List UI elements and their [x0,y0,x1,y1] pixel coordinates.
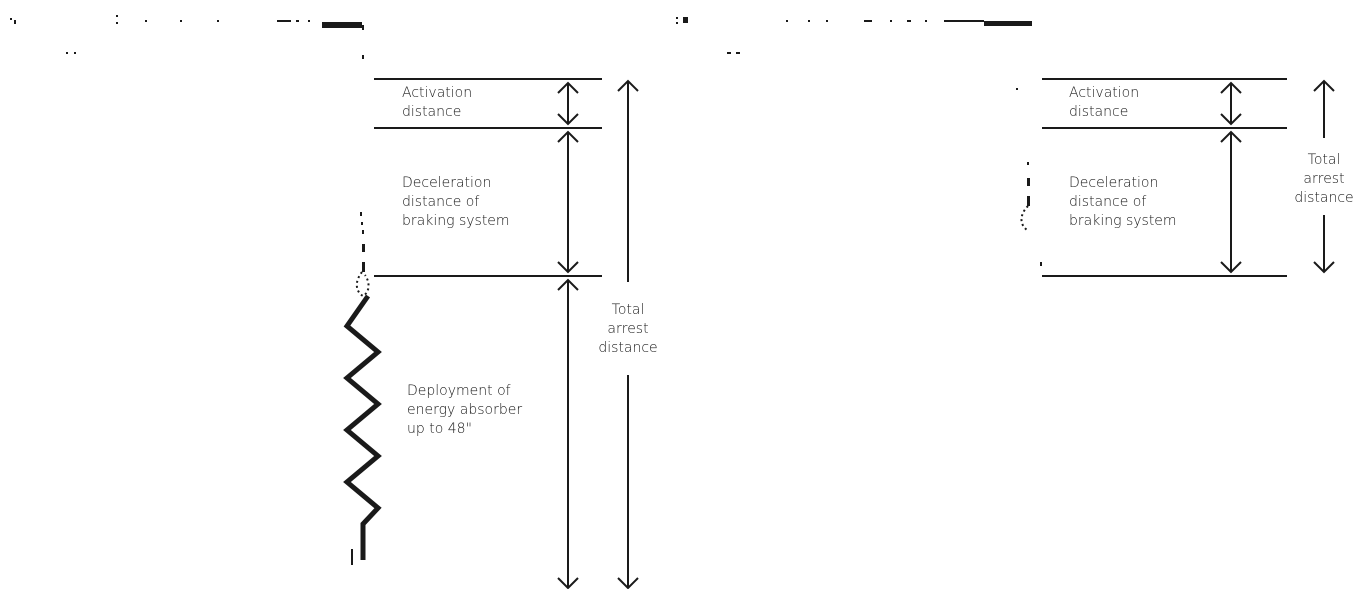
left-deceleration-arrow [557,130,579,274]
left-absorber-label: Deployment of energy absorber up to 48" [407,383,523,437]
right-anchor-line [676,17,1032,54]
right-activation-arrow [1220,81,1242,126]
left-activation-label: Activation distance [402,85,473,120]
right-activation-label: Activation distance [1069,85,1140,120]
energy-absorber-spring [343,294,382,532]
left-anchor-line [10,15,364,59]
left-total-arrow [617,79,639,590]
left-deceleration-label: Deceleration distance of braking system [402,175,510,229]
right-hook-icon [1020,205,1029,231]
left-absorber-arrow [557,278,579,590]
right-deceleration-label: Deceleration distance of braking system [1069,175,1177,229]
right-total-label: Total arrest distance [1294,152,1354,206]
left-total-label: Total arrest distance [598,302,658,356]
left-hook-icon [355,271,370,298]
right-diagram [676,17,1335,277]
right-connector-dots [1016,88,1042,266]
left-connector-dots [360,212,365,272]
left-activation-arrow [557,81,579,126]
right-total-arrow [1313,79,1335,274]
left-diagram [10,15,639,590]
right-deceleration-arrow [1220,130,1242,274]
